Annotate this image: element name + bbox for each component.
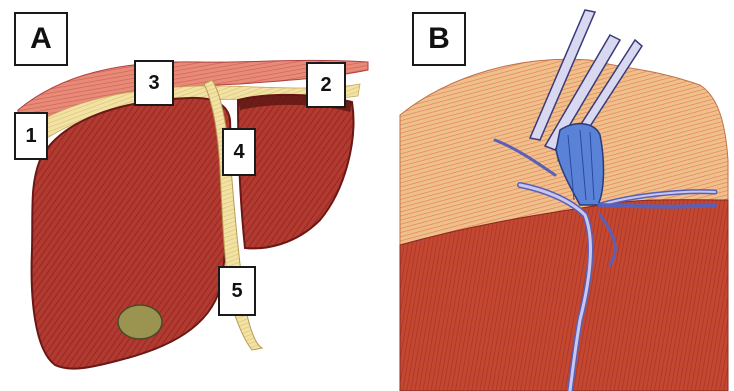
gallbladder	[118, 305, 162, 339]
callout-2: 2	[306, 62, 346, 108]
callout-4: 4	[222, 128, 256, 176]
panel-b-label: B	[412, 12, 466, 66]
callout-3: 3	[134, 60, 174, 106]
panel-b-drawing	[400, 10, 728, 391]
callout-5: 5	[218, 266, 256, 316]
callout-1: 1	[14, 112, 48, 160]
panel-a-label: A	[14, 12, 68, 66]
